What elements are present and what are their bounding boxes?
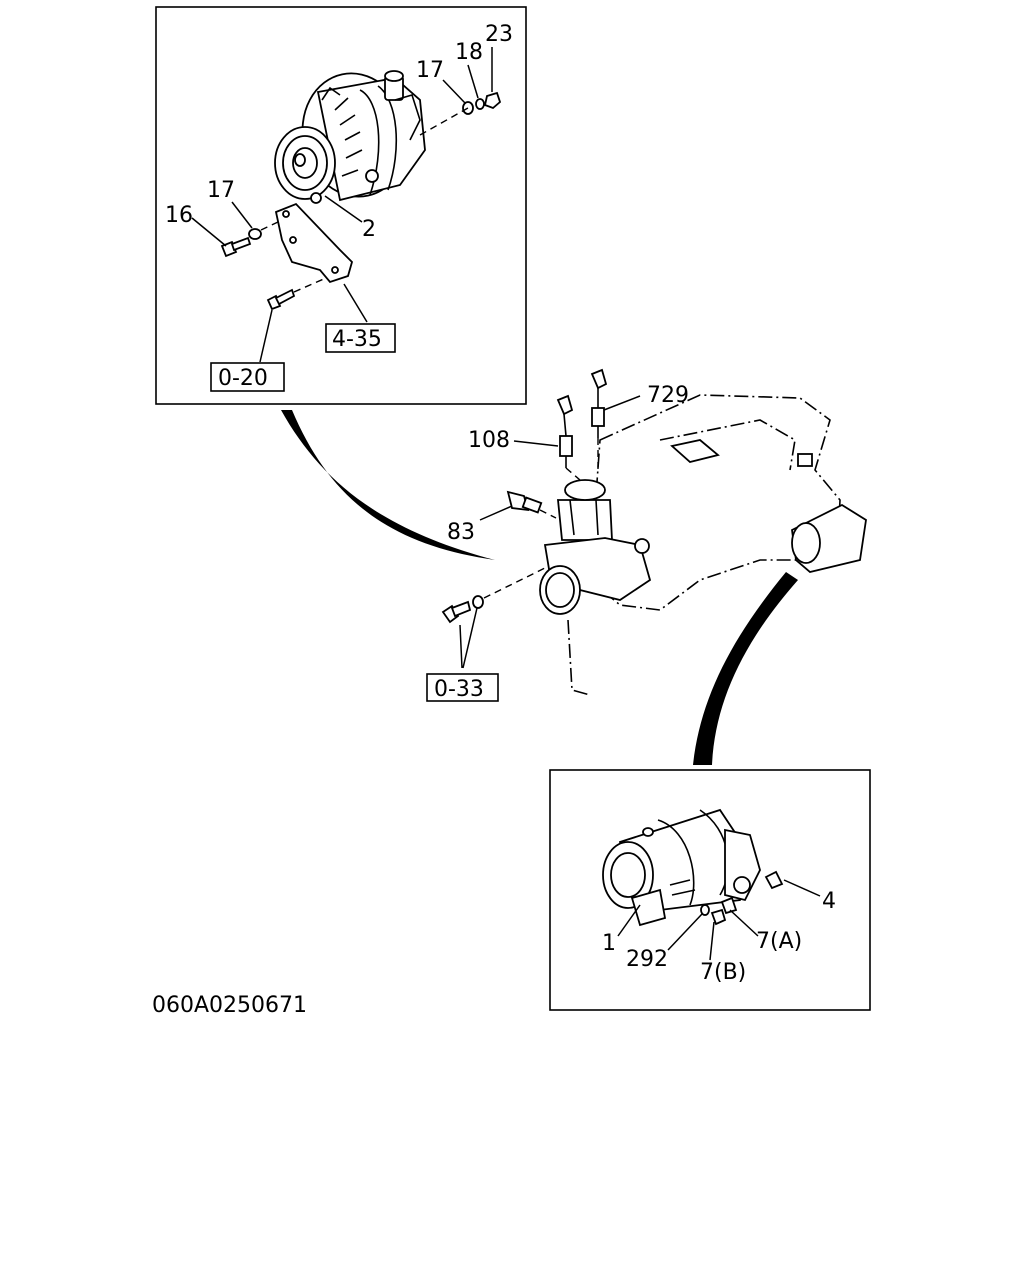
ref-box-0-20 xyxy=(210,362,285,392)
bolt-4 xyxy=(764,870,784,890)
callout-7a: 7(A) xyxy=(756,929,802,954)
callout-starter-1: 1 xyxy=(602,931,616,956)
callout-23: 23 xyxy=(485,22,513,47)
thermostat-housing xyxy=(557,499,613,541)
starter-detail-panel: 4 7(A) 1 292 7(B) xyxy=(549,769,871,1011)
alternator-bracket xyxy=(274,202,354,284)
ref-box-4-35 xyxy=(325,323,396,353)
washer-17-left xyxy=(248,228,262,240)
callout-108: 108 xyxy=(468,428,510,453)
ref-box-0-33 xyxy=(426,673,499,702)
sensor-729 xyxy=(590,368,608,438)
callout-292: 292 xyxy=(626,947,668,972)
ref-label-0-33: 0-33 xyxy=(434,677,484,702)
diagram-code: 060A0250671 xyxy=(152,993,307,1018)
nut-23 xyxy=(483,91,502,110)
ref-label-4-35: 4-35 xyxy=(332,327,382,352)
bolt-0-33-assembly xyxy=(441,567,546,624)
washer-292 xyxy=(700,904,710,916)
alternator-top-hardware xyxy=(419,91,502,136)
nut-7a xyxy=(720,896,738,915)
connector-arc-starter xyxy=(693,572,798,765)
callout-83: 83 xyxy=(447,520,475,545)
callout-17-top: 17 xyxy=(416,58,444,83)
callout-starter-4: 4 xyxy=(822,889,836,914)
ref-label-0-20: 0-20 xyxy=(218,366,268,391)
engine-illustration xyxy=(539,394,867,696)
alternator-detail-panel: 23 18 17 17 16 2 4-35 0-20 xyxy=(155,6,527,405)
washer-18 xyxy=(475,98,485,110)
engine-starter-silhouette xyxy=(791,503,867,573)
callout-17-left: 17 xyxy=(207,178,235,203)
sensor-83 xyxy=(506,490,557,519)
callout-2: 2 xyxy=(362,217,376,242)
callout-18: 18 xyxy=(455,40,483,65)
starter-motor-illustration xyxy=(602,808,761,927)
washer-17-top xyxy=(462,101,474,115)
sensor-108 xyxy=(556,394,574,468)
callout-7b: 7(B) xyxy=(700,960,746,985)
callout-16: 16 xyxy=(165,203,193,228)
alternator-illustration xyxy=(274,70,426,204)
nut-7b xyxy=(710,908,727,926)
callout-729: 729 xyxy=(647,383,689,408)
